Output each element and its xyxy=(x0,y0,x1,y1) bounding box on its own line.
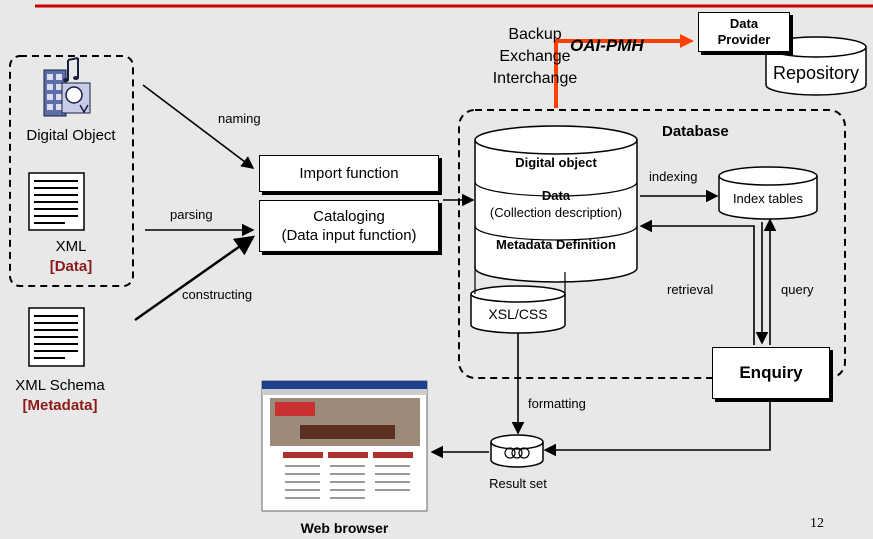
web-browser-label: Web browser xyxy=(300,520,389,536)
xml-label: XML xyxy=(55,238,87,255)
input-group-border xyxy=(9,55,134,287)
oai-pmh-arrow xyxy=(554,39,682,108)
naming-arrow xyxy=(142,84,255,169)
cataloging-line2: (Data input function) xyxy=(281,227,417,244)
db-data: Data xyxy=(541,188,571,203)
purpose-interchange: Interchange xyxy=(492,70,578,87)
xml-schema-metadata-tag: [Metadata] xyxy=(22,397,98,414)
result-set-label: Result set xyxy=(489,476,547,491)
xml-schema-document-icon xyxy=(28,307,85,367)
retrieval-label: retrieval xyxy=(667,282,714,297)
query-label: query xyxy=(781,282,814,297)
cataloging-box: Cataloging (Data input function) xyxy=(259,200,439,252)
enquiry-label: Enquiry xyxy=(739,363,803,382)
purpose-exchange: Exchange xyxy=(499,48,571,65)
db-digital-object: Digital object xyxy=(515,155,597,170)
xml-schema-label: XML Schema xyxy=(15,377,105,394)
import-function-box: Import function xyxy=(259,155,439,192)
enquiry-box: Enquiry xyxy=(712,347,830,399)
index-tables-label: Index tables xyxy=(732,191,804,206)
data-provider-line1: Data xyxy=(729,16,759,31)
database-cylinder xyxy=(474,140,638,283)
xsl-css-label: XSL/CSS xyxy=(488,306,548,322)
repository-cylinder xyxy=(765,47,867,96)
enquiry-to-result-arrow xyxy=(543,400,771,457)
database-title: Database xyxy=(662,123,729,140)
purpose-backup: Backup xyxy=(508,26,562,43)
xml-document-icon xyxy=(28,172,85,231)
retrieval-arrow xyxy=(639,219,755,345)
cataloging-line1: Cataloging xyxy=(313,208,385,225)
constructing-label: constructing xyxy=(182,287,253,302)
page-number: 12 xyxy=(810,516,824,531)
digital-object-label: Digital Object xyxy=(26,127,116,144)
data-provider-box: Data Provider xyxy=(698,12,790,52)
data-provider-line2: Provider xyxy=(717,32,771,47)
digital-object-icon xyxy=(43,57,91,117)
web-browser-screenshot xyxy=(261,380,428,512)
db-metadata-definition: Metadata Definition xyxy=(496,237,616,252)
oai-pmh-label: OAI-PMH xyxy=(570,36,644,55)
parsing-label: parsing xyxy=(170,207,213,222)
xml-data-tag: [Data] xyxy=(49,258,93,275)
indexing-label: indexing xyxy=(649,169,698,184)
repository-label: Repository xyxy=(772,63,860,83)
database-group-border xyxy=(458,109,846,379)
db-data-sub: (Collection description) xyxy=(489,205,623,220)
naming-label: naming xyxy=(218,111,261,126)
oai-purposes: Backup Exchange Interchange xyxy=(480,24,590,90)
formatting-label: formatting xyxy=(528,396,586,411)
import-function-label: Import function xyxy=(299,165,399,182)
constructing-arrow xyxy=(134,235,256,322)
